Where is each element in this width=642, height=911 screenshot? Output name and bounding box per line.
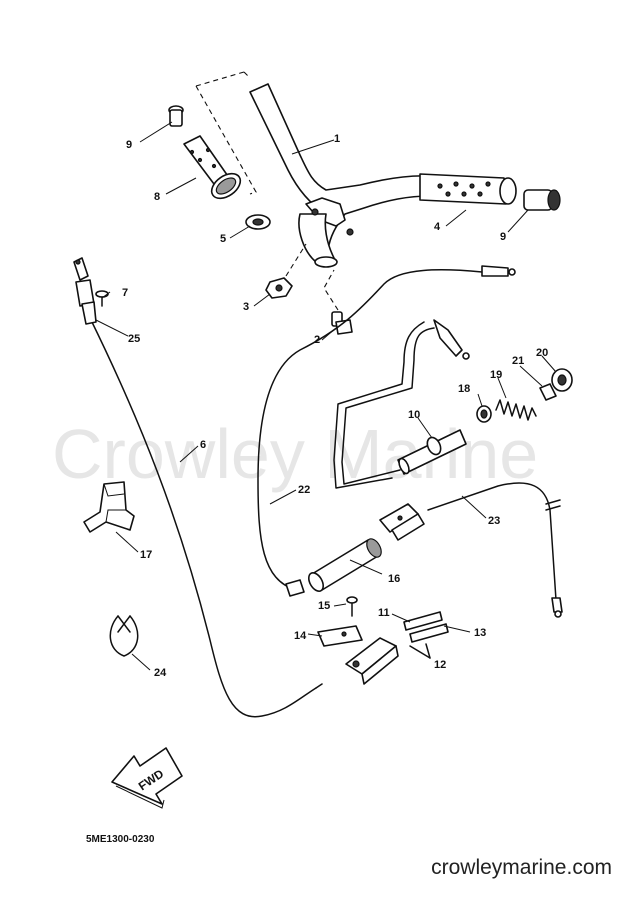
- bolt-2: [331, 311, 353, 335]
- nut-3-guide-line: [285, 243, 307, 277]
- callout-14: 14: [294, 630, 307, 642]
- callout-21: 21: [512, 355, 524, 367]
- cable-grommet-16: [307, 538, 382, 592]
- leader-12a: [409, 645, 431, 659]
- handle-grip: [419, 173, 517, 205]
- bolt-2-guide-line: [323, 269, 339, 311]
- screw-7: [95, 290, 109, 307]
- callout-labels: 1 2 3 4 5 6 7 8 9 9 10 11 12 13 14 15 16…: [122, 133, 548, 679]
- slider-12: [345, 637, 399, 685]
- cable-clip-24: [109, 615, 139, 657]
- callout-13: 13: [474, 627, 486, 639]
- callout-2: 2: [314, 334, 320, 346]
- throttle-grip: [183, 135, 242, 200]
- screw-15: [346, 596, 358, 617]
- spring-19: [495, 399, 537, 421]
- shift-cable: [257, 269, 483, 591]
- callout-8: 8: [154, 191, 160, 203]
- callout-7: 7: [122, 287, 128, 299]
- leader-lines: [95, 121, 557, 671]
- callout-9-right: 9: [500, 231, 506, 243]
- shift-cable-end-bottom: [285, 579, 305, 597]
- callout-24: 24: [154, 667, 167, 679]
- cable-end-fitting: [73, 257, 97, 325]
- leader-12b: [425, 643, 431, 659]
- linkage-rod: [333, 319, 470, 489]
- callout-4: 4: [434, 221, 441, 233]
- grip-end-bolt-right: [523, 189, 561, 211]
- callout-25: 25: [128, 333, 140, 345]
- site-url: crowleymarine.com: [431, 856, 612, 879]
- pin-11: [403, 611, 449, 643]
- cable-joint-10: [397, 429, 467, 475]
- collar-21: [539, 383, 557, 401]
- cable-holder: [379, 503, 425, 541]
- steering-handle: [249, 83, 471, 268]
- nut-20: [551, 368, 573, 392]
- washer-5: [245, 214, 271, 230]
- diagram-code: 5ME1300-0230: [86, 834, 155, 845]
- assembly-bracket: [195, 71, 257, 195]
- callout-11: 11: [378, 607, 390, 619]
- cable-bracket-17: [83, 481, 135, 533]
- forward-arrow-icon: FWD: [111, 747, 183, 809]
- cable-23-end: [551, 597, 563, 613]
- washer-18: [476, 405, 492, 423]
- throttle-cable: [89, 317, 317, 718]
- cable-23: [427, 482, 557, 601]
- callout-23: 23: [488, 515, 500, 527]
- grip-end-bolt-left: [168, 105, 184, 127]
- callout-20: 20: [536, 347, 548, 359]
- callout-5: 5: [220, 233, 226, 245]
- nut-3: [265, 277, 293, 299]
- shift-cable-end-top: [481, 265, 509, 277]
- throttle-cable-end: [315, 683, 323, 689]
- callout-3: 3: [243, 301, 249, 313]
- callout-9-left: 9: [126, 139, 132, 151]
- watermark-text: Crowley Marine: [52, 415, 538, 493]
- plate-14: [317, 625, 363, 647]
- callout-17: 17: [140, 549, 152, 561]
- callout-16: 16: [388, 573, 400, 585]
- callout-19: 19: [490, 369, 502, 381]
- callout-15: 15: [318, 600, 330, 612]
- callout-1: 1: [334, 133, 340, 145]
- callout-10: 10: [408, 409, 420, 421]
- callout-12: 12: [434, 659, 446, 671]
- callout-22: 22: [298, 484, 310, 496]
- callout-18: 18: [458, 383, 470, 395]
- callout-6: 6: [200, 439, 206, 451]
